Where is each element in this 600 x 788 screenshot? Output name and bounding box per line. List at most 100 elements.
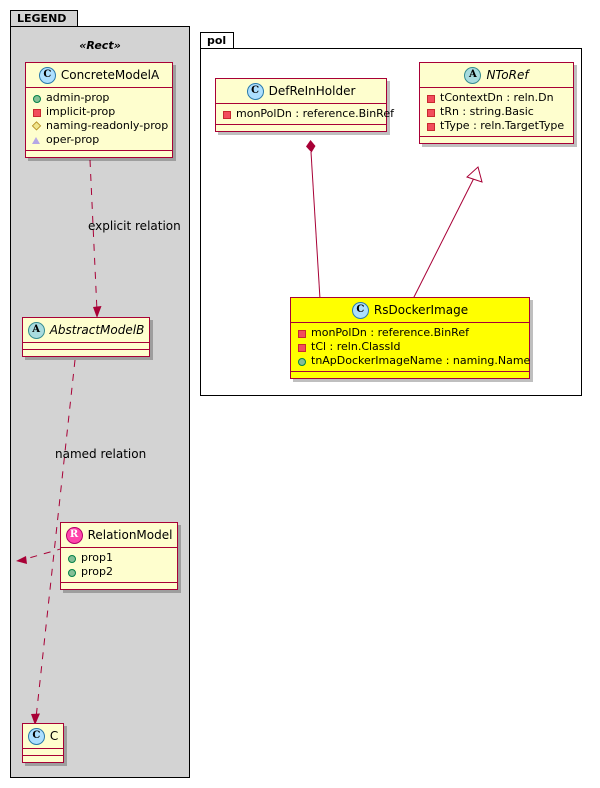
class-attributes-ConcreteModelA: admin-prop implicit-prop naming-readonly… [26,88,172,150]
class-title: ConcreteModelA [60,68,160,82]
attribute-label: tCl : reln.ClassId [311,340,401,353]
class-separator [420,136,573,137]
attribute-label: tContextDn : reln.Dn [440,91,554,104]
visibility-public-icon [67,554,76,563]
class-separator [26,87,172,88]
class-ConcreteModelA[interactable]: C ConcreteModelA admin-prop implicit-pro… [25,62,173,158]
class-separator [23,342,149,343]
visibility-private-icon [426,122,435,131]
attribute-label: oper-prop [46,133,100,146]
class-separator [61,547,177,548]
class-methods-empty [291,372,529,378]
attribute-row: tCl : reln.ClassId [291,340,529,354]
visibility-protected-icon [32,122,41,131]
class-header-NToRef: A NToRef [420,63,573,87]
class-methods-empty [23,756,63,762]
class-separator [216,103,386,104]
attribute-row: admin-prop [26,91,172,105]
attribute-row: prop2 [61,565,177,579]
class-separator [420,87,573,88]
class-separator [23,349,149,350]
class-title: DefReInHolder [268,84,356,98]
package-label-legend: LEGEND [17,12,67,25]
class-badge-icon: C [38,66,56,84]
package-label-pol: pol [207,34,227,47]
attribute-label: naming-readonly-prop [46,119,169,132]
attribute-label: tnApDockerImageName : naming.Name [311,354,531,367]
class-badge-icon: C [27,727,45,745]
class-attributes-RsDockerImage: monPolDn : reference.BinRef tCl : reln.C… [291,323,531,371]
attribute-row: monPolDn : reference.BinRef [291,326,529,340]
class-title: NToRef [486,68,529,82]
attribute-label: implicit-prop [46,105,116,118]
visibility-private-icon [426,108,435,117]
class-header-DefReInHolder: C DefReInHolder [216,79,386,103]
class-attributes-NToRef: tContextDn : reln.Dn tRn : string.Basic … [420,88,573,136]
class-methods-empty [23,350,149,356]
class-header-AbstractModelB: A AbstractModelB [23,318,149,342]
visibility-public-icon [32,94,41,103]
class-separator [216,124,386,125]
attribute-label: tType : reln.TargetType [440,119,565,132]
class-header-C: C C [23,724,63,748]
class-methods-empty [26,151,172,157]
attribute-row: prop1 [61,551,177,565]
class-title: RelationModel [87,528,173,542]
class-header-RelationModel: R RelationModel [61,523,177,547]
edge-label-named-relation: named relation [55,447,147,461]
class-badge-icon: C [351,301,369,319]
class-separator [291,371,529,372]
attribute-label: prop1 [81,551,113,564]
class-AbstractModelB[interactable]: A AbstractModelB [22,317,150,357]
attribute-label: prop2 [81,565,113,578]
visibility-private-icon [426,94,435,103]
class-RsDockerImage[interactable]: C RsDockerImage monPolDn : reference.Bin… [290,297,530,379]
visibility-private-icon [297,329,306,338]
package-stereotype-legend: «Rect» [79,39,121,52]
class-separator [61,582,177,583]
class-title: C [49,729,59,743]
class-RelationModel[interactable]: R RelationModel prop1 prop2 [60,522,178,590]
attribute-label: admin-prop [46,91,110,104]
attribute-label: monPolDn : reference.BinRef [236,107,394,120]
class-badge-icon: R [65,526,83,544]
class-NToRef[interactable]: A NToRef tContextDn : reln.Dn tRn : stri… [419,62,574,144]
attribute-row: tType : reln.TargetType [420,119,573,133]
visibility-public-icon [67,568,76,577]
visibility-private-icon [222,110,231,119]
attribute-row: naming-readonly-prop [26,119,172,133]
class-separator [26,150,172,151]
visibility-public-icon [297,357,306,366]
class-separator [23,748,63,749]
class-methods-empty [216,125,386,131]
class-separator [23,755,63,756]
attribute-label: tRn : string.Basic [440,105,534,118]
class-separator [291,322,529,323]
visibility-package-icon [32,136,41,145]
edge-label-explicit-relation: explicit relation [88,219,181,233]
visibility-private-icon [32,108,41,117]
package-tab-pol: pol [200,32,234,49]
attribute-row: tnApDockerImageName : naming.Name [291,354,531,368]
attribute-row: tRn : string.Basic [420,105,573,119]
visibility-private-icon [297,343,306,352]
class-DefReInHolder[interactable]: C DefReInHolder monPolDn : reference.Bin… [215,78,394,132]
attribute-row: monPolDn : reference.BinRef [216,107,394,121]
class-badge-icon: A [464,66,482,84]
class-C[interactable]: C C [22,723,64,763]
class-title: RsDockerImage [373,303,469,317]
class-header-RsDockerImage: C RsDockerImage [291,298,529,322]
class-title: AbstractModelB [49,323,145,337]
attribute-row: tContextDn : reln.Dn [420,91,573,105]
attribute-row: oper-prop [26,133,172,147]
class-badge-icon: A [27,321,45,339]
class-methods-empty [420,137,573,143]
class-attributes-DefReInHolder: monPolDn : reference.BinRef [216,104,394,124]
attribute-label: monPolDn : reference.BinRef [311,326,469,339]
class-badge-icon: C [246,82,264,100]
class-attributes-RelationModel: prop1 prop2 [61,548,177,582]
attribute-row: implicit-prop [26,105,172,119]
class-header-ConcreteModelA: C ConcreteModelA [26,63,172,87]
package-tab-legend: LEGEND [10,10,78,27]
